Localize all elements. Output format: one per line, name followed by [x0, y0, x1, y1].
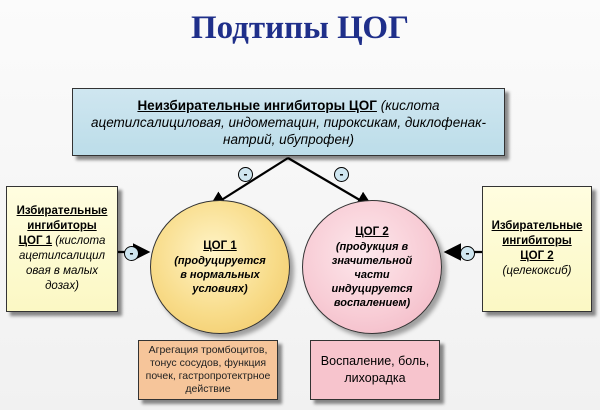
- nonselective-examples: (кислота ацетилсалициловая, индометацин,…: [90, 97, 487, 147]
- cox1-ellipse: ЦОГ 1 (продуцируется в нормальных услови…: [150, 200, 290, 334]
- nonselective-inhibitors-box: Неизбирательные ингибиторы ЦОГ (кислота …: [72, 88, 505, 156]
- cox1-selective-inhibitors-box: Избирательные ингибиторы ЦОГ 1 (кислота …: [6, 186, 118, 312]
- inhibition-badge-right: -: [460, 246, 475, 261]
- inhibition-badge-cox1: -: [238, 167, 253, 182]
- cox1-selective-examples: (кислота ацетилсалицил овая в малых доза…: [18, 235, 106, 292]
- cox1-desc: (продуцируется в нормальных условиях): [174, 254, 266, 295]
- cox1-effects-box: Агрегация тромбоцитов, тонус сосудов, фу…: [138, 340, 278, 400]
- cox1-effects-text: Агрегация тромбоцитов, тонус сосудов, фу…: [145, 344, 271, 395]
- arrow-to-cox1: [208, 157, 289, 209]
- inhibition-badge-cox2: -: [334, 167, 349, 182]
- arrow-to-cox2: [287, 157, 374, 209]
- cox2-title: ЦОГ 2: [355, 225, 389, 238]
- cox2-selective-inhibitors-box: Избирательные ингибиторы ЦОГ 2 (целекокс…: [482, 186, 592, 312]
- nonselective-heading: Неизбирательные ингибиторы ЦОГ: [137, 97, 377, 113]
- cox2-desc: (продукция в значительной части индуциру…: [331, 240, 413, 309]
- inhibition-badge-left: -: [124, 246, 139, 261]
- cox2-selective-examples: (целекоксиб): [502, 265, 572, 277]
- cox2-ellipse: ЦОГ 2 (продукция в значительной части ин…: [302, 200, 442, 334]
- cox1-selective-heading-2: ингибиторы: [27, 220, 97, 232]
- page-title: Подтипы ЦОГ: [190, 10, 410, 46]
- cox1-selective-heading-1: Избирательные: [16, 205, 108, 217]
- cox2-selective-heading-2: ингибиторы: [502, 235, 572, 247]
- cox2-effects-box: Воспаление, боль, лихорадка: [310, 340, 440, 400]
- cox1-selective-heading-3: ЦОГ 1: [18, 235, 53, 247]
- cox2-selective-heading-3: ЦОГ 2: [520, 250, 554, 262]
- cox2-effects-text: Воспаление, боль, лихорадка: [320, 354, 430, 385]
- cox2-selective-heading-1: Избирательные: [491, 220, 583, 232]
- cox1-title: ЦОГ 1: [203, 239, 237, 252]
